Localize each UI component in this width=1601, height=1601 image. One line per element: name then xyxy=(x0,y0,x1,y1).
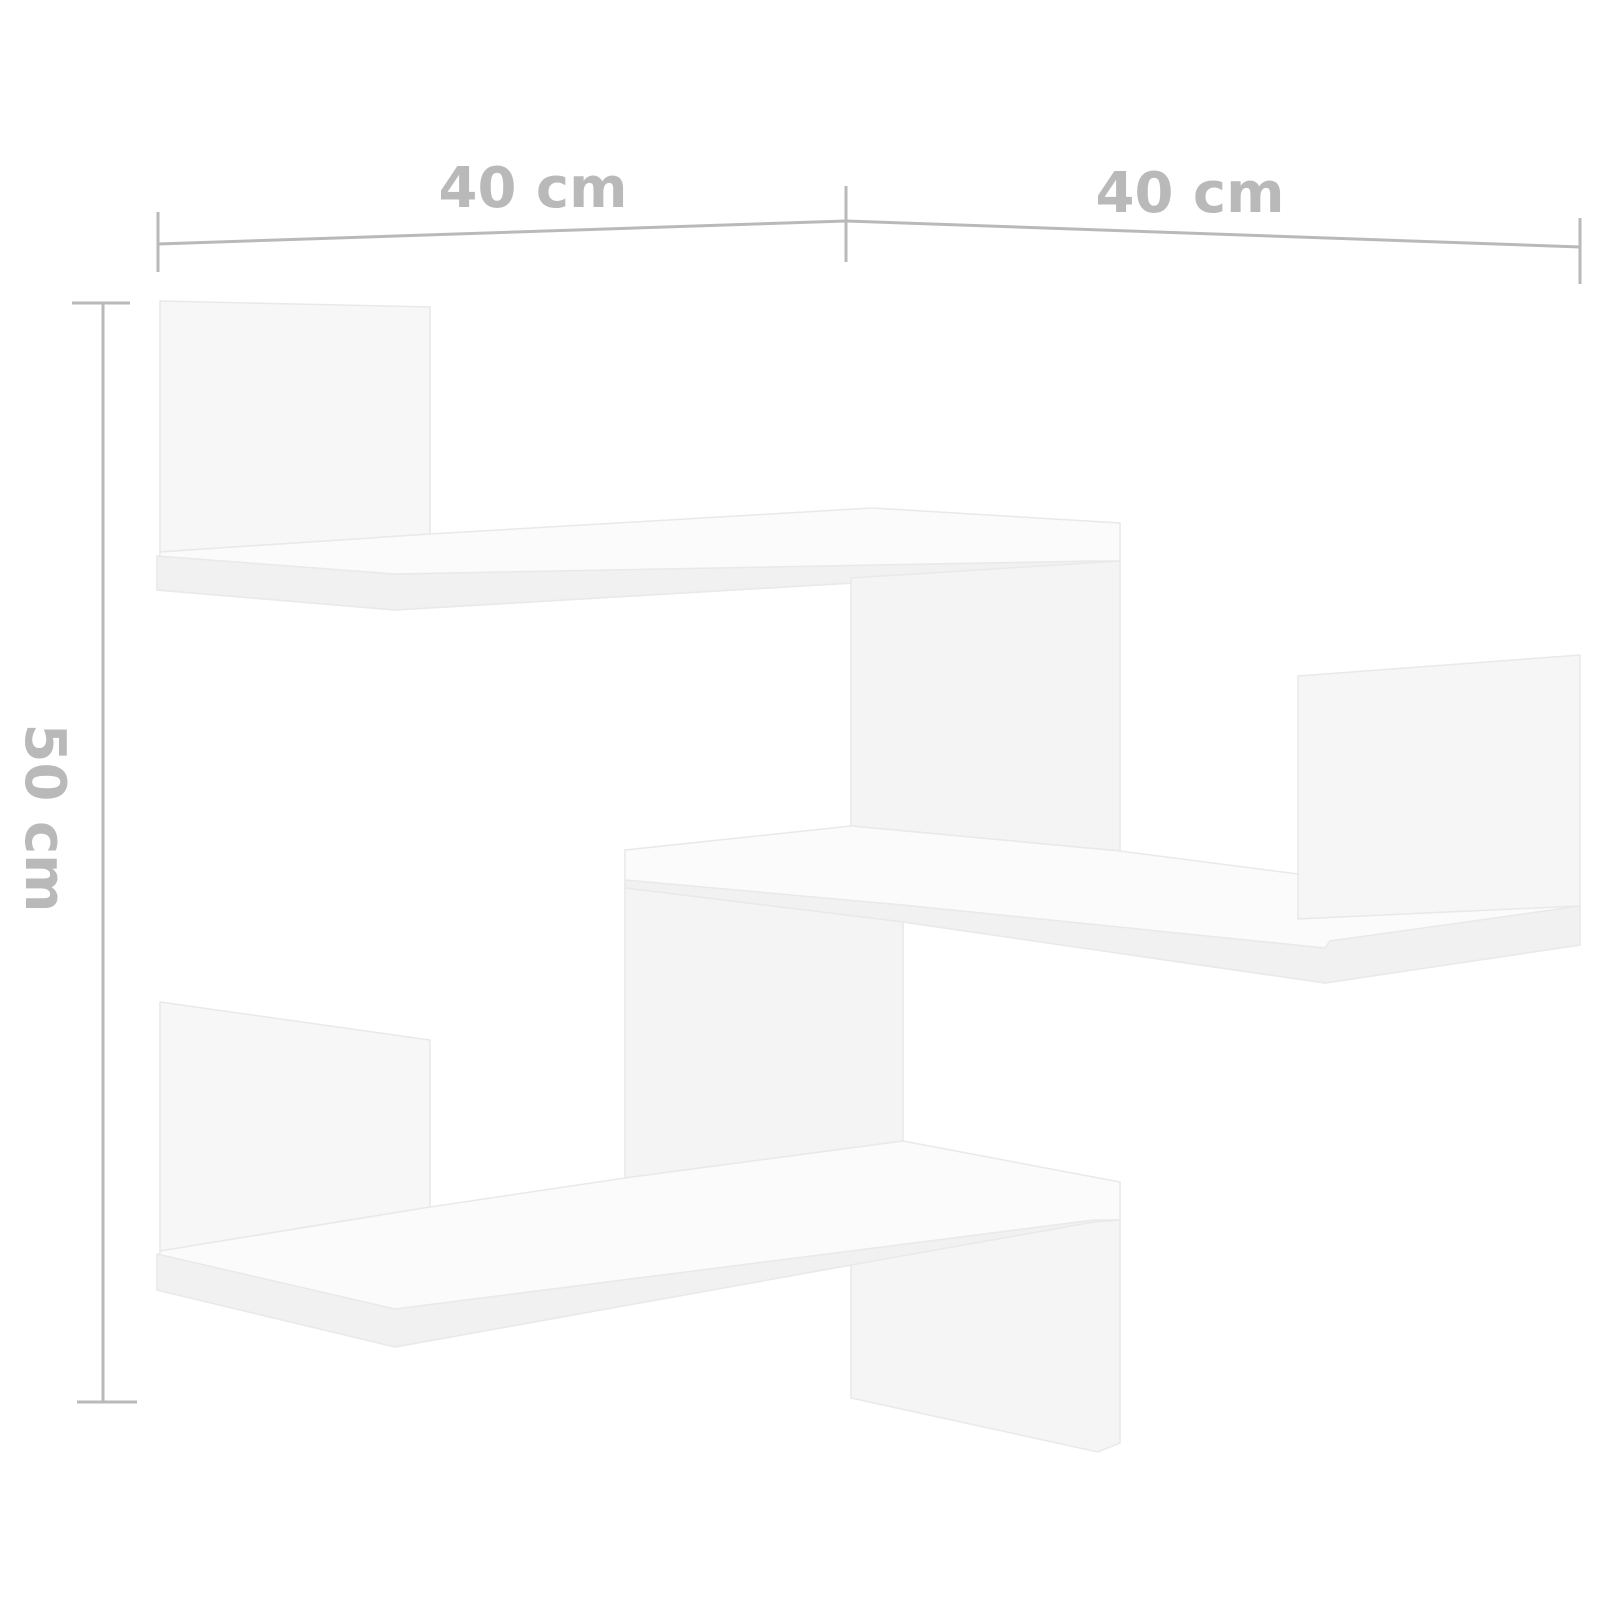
corner-shelf-illustration xyxy=(156,300,1581,1453)
top-left-upright xyxy=(159,300,431,553)
bottom-support-upright xyxy=(850,1219,1121,1453)
middle-upright-top xyxy=(850,560,1121,852)
height-dimension xyxy=(72,301,137,1404)
lower-upright xyxy=(624,887,904,1179)
width-right-label: 40 cm xyxy=(1096,161,1285,226)
middle-right-upright xyxy=(1297,654,1581,920)
width-left-label: 40 cm xyxy=(439,156,628,221)
width-dimension-right xyxy=(845,218,1582,284)
height-label: 50 cm xyxy=(12,724,77,913)
middle-shelf-front-edge xyxy=(624,879,1581,984)
width-dimension-left xyxy=(156,186,848,272)
